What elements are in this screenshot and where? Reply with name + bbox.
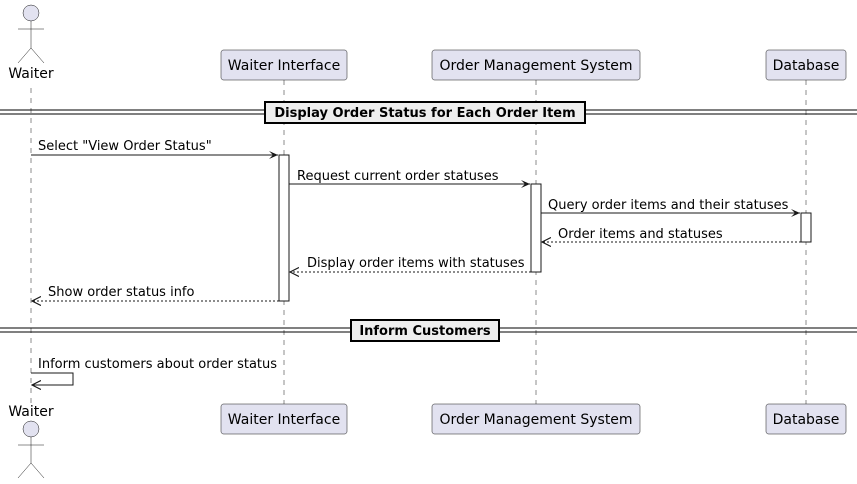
divider-display-order-status-label: Display Order Status for Each Order Item: [274, 106, 575, 121]
actor-head-icon: [22, 420, 40, 438]
message-select-view-order-status-label: Select "View Order Status": [38, 139, 212, 154]
message-request-current-order-statuses: Request current order statuses: [289, 169, 530, 188]
waiter-interface-activation: [278, 154, 290, 302]
message-inform-customers-label: Inform customers about order status: [38, 357, 277, 372]
message-inform-customers: Inform customers about order status: [31, 357, 277, 385]
message-select-view-order-status: Select "View Order Status": [31, 139, 278, 159]
waiter-label-top: Waiter: [8, 66, 54, 82]
oms-activation: [530, 183, 542, 273]
database-box-bottom: Database: [765, 403, 847, 435]
oms-label-top: Order Management System: [439, 58, 632, 74]
actor-body-icon: [17, 437, 45, 479]
oms-box-bottom: Order Management System: [431, 403, 641, 435]
waiter-interface-box-bottom: Waiter Interface: [220, 403, 348, 435]
actor-body-icon: [17, 21, 45, 64]
database-label-top: Database: [773, 58, 840, 74]
message-order-items-and-statuses: Order items and statuses: [542, 227, 801, 242]
message-show-order-status-info-label: Show order status info: [48, 285, 195, 300]
oms-box-top: Order Management System: [431, 49, 641, 81]
message-display-order-items: Display order items with statuses: [290, 256, 531, 272]
waiter-label-bottom: Waiter: [8, 404, 54, 420]
database-label-bottom: Database: [773, 412, 840, 428]
waiter-interface-box-top: Waiter Interface: [220, 49, 348, 81]
actor-head-icon: [22, 4, 40, 22]
database-activation: [800, 212, 812, 243]
waiter-interface-label-top: Waiter Interface: [228, 58, 340, 74]
message-request-current-order-statuses-label: Request current order statuses: [297, 169, 499, 184]
message-display-order-items-label: Display order items with statuses: [307, 256, 525, 271]
divider-display-order-status: Display Order Status for Each Order Item: [0, 101, 857, 124]
waiter-actor-bottom: Waiter: [8, 404, 54, 479]
database-box-top: Database: [765, 49, 847, 81]
message-order-items-and-statuses-label: Order items and statuses: [558, 227, 723, 242]
message-query-order-items-label: Query order items and their statuses: [548, 198, 789, 213]
oms-label-bottom: Order Management System: [439, 412, 632, 428]
waiter-interface-label-bottom: Waiter Interface: [228, 412, 340, 428]
divider-inform-customers-label: Inform Customers: [359, 324, 491, 339]
message-query-order-items: Query order items and their statuses: [541, 198, 800, 217]
waiter-actor-top: Waiter: [8, 4, 54, 82]
divider-inform-customers: Inform Customers: [0, 319, 857, 342]
message-show-order-status-info: Show order status info: [32, 285, 279, 301]
